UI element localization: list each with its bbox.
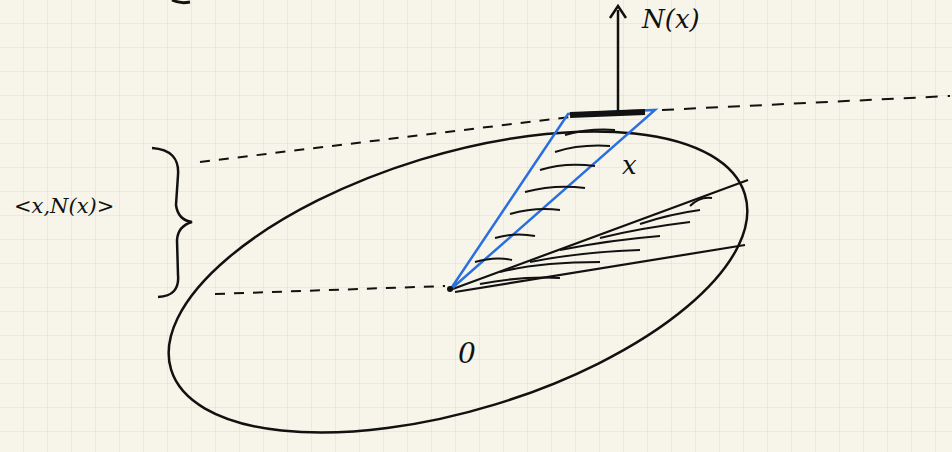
normal-vector (617, 10, 620, 113)
origin-point (447, 286, 453, 292)
blue-cone (450, 110, 655, 290)
height-label: <x,N(x)> (14, 196, 114, 217)
tangent-line (200, 117, 570, 162)
surface-patch (570, 112, 645, 115)
cone-edge (450, 180, 748, 292)
arrow-head (610, 6, 626, 18)
height-brace (152, 148, 192, 297)
stray-stroke (172, 0, 190, 3)
convex-body (134, 72, 783, 452)
point-label: x (622, 152, 637, 178)
origin-level-line (215, 286, 445, 294)
origin-label: 0 (458, 340, 476, 368)
hatching (475, 130, 615, 262)
tangent-line (662, 96, 950, 110)
normal-label: N(x) (642, 6, 700, 32)
hatching (480, 198, 712, 284)
